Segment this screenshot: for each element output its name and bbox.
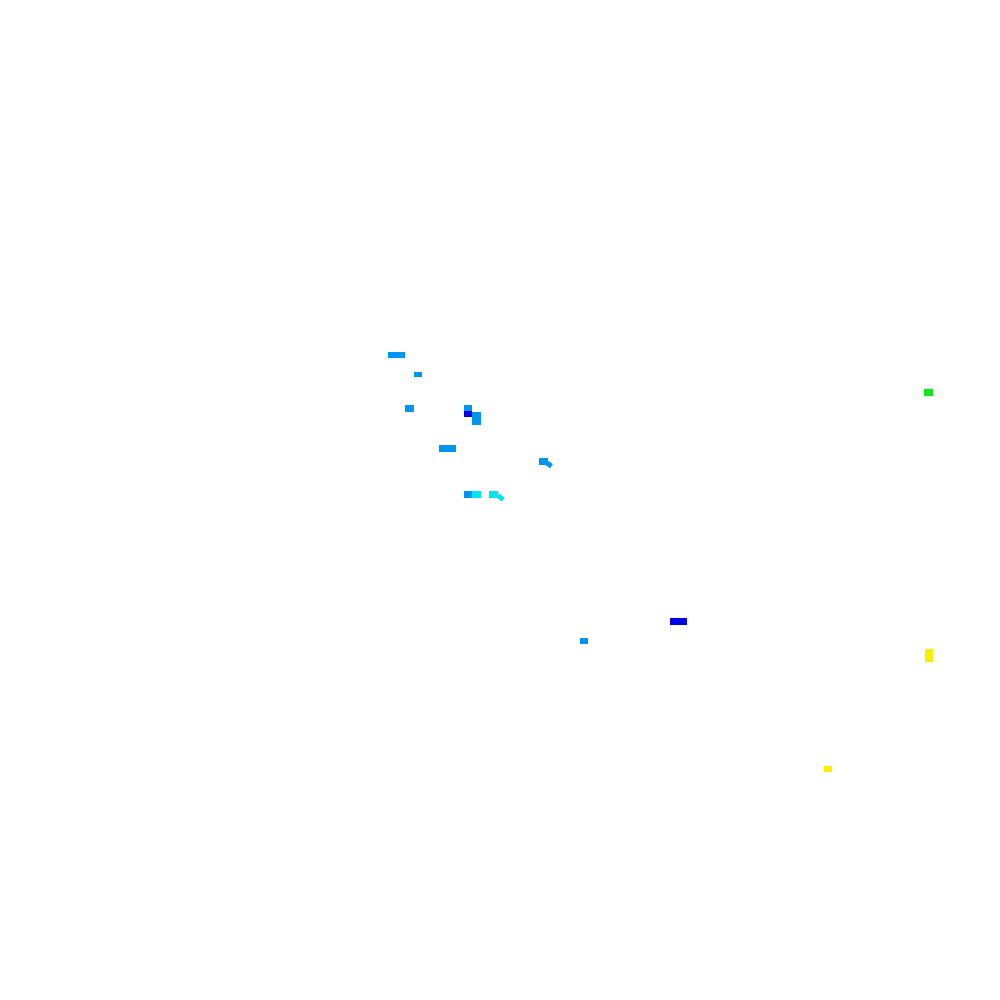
- fragment-cyan: [496, 493, 505, 502]
- fragment-light-blue: [464, 405, 472, 411]
- fragment-light-blue: [464, 491, 473, 498]
- fragment-deep-blue: [670, 618, 687, 625]
- fragment-light-blue: [472, 412, 481, 425]
- fragment-light-blue: [545, 460, 553, 469]
- fragment-yellow: [824, 766, 832, 772]
- fragment-deep-blue: [464, 411, 472, 417]
- fragment-light-blue: [388, 352, 405, 358]
- fragment-cyan: [472, 491, 481, 498]
- fragment-light-blue: [539, 458, 548, 465]
- fragment-light-blue: [414, 372, 422, 377]
- fragment-green: [924, 389, 933, 396]
- fragment-light-blue: [405, 405, 414, 412]
- fragment-light-blue: [439, 445, 456, 452]
- fragment-cyan: [489, 491, 498, 498]
- fragment-yellow: [925, 649, 933, 662]
- fragment-light-blue: [580, 638, 588, 644]
